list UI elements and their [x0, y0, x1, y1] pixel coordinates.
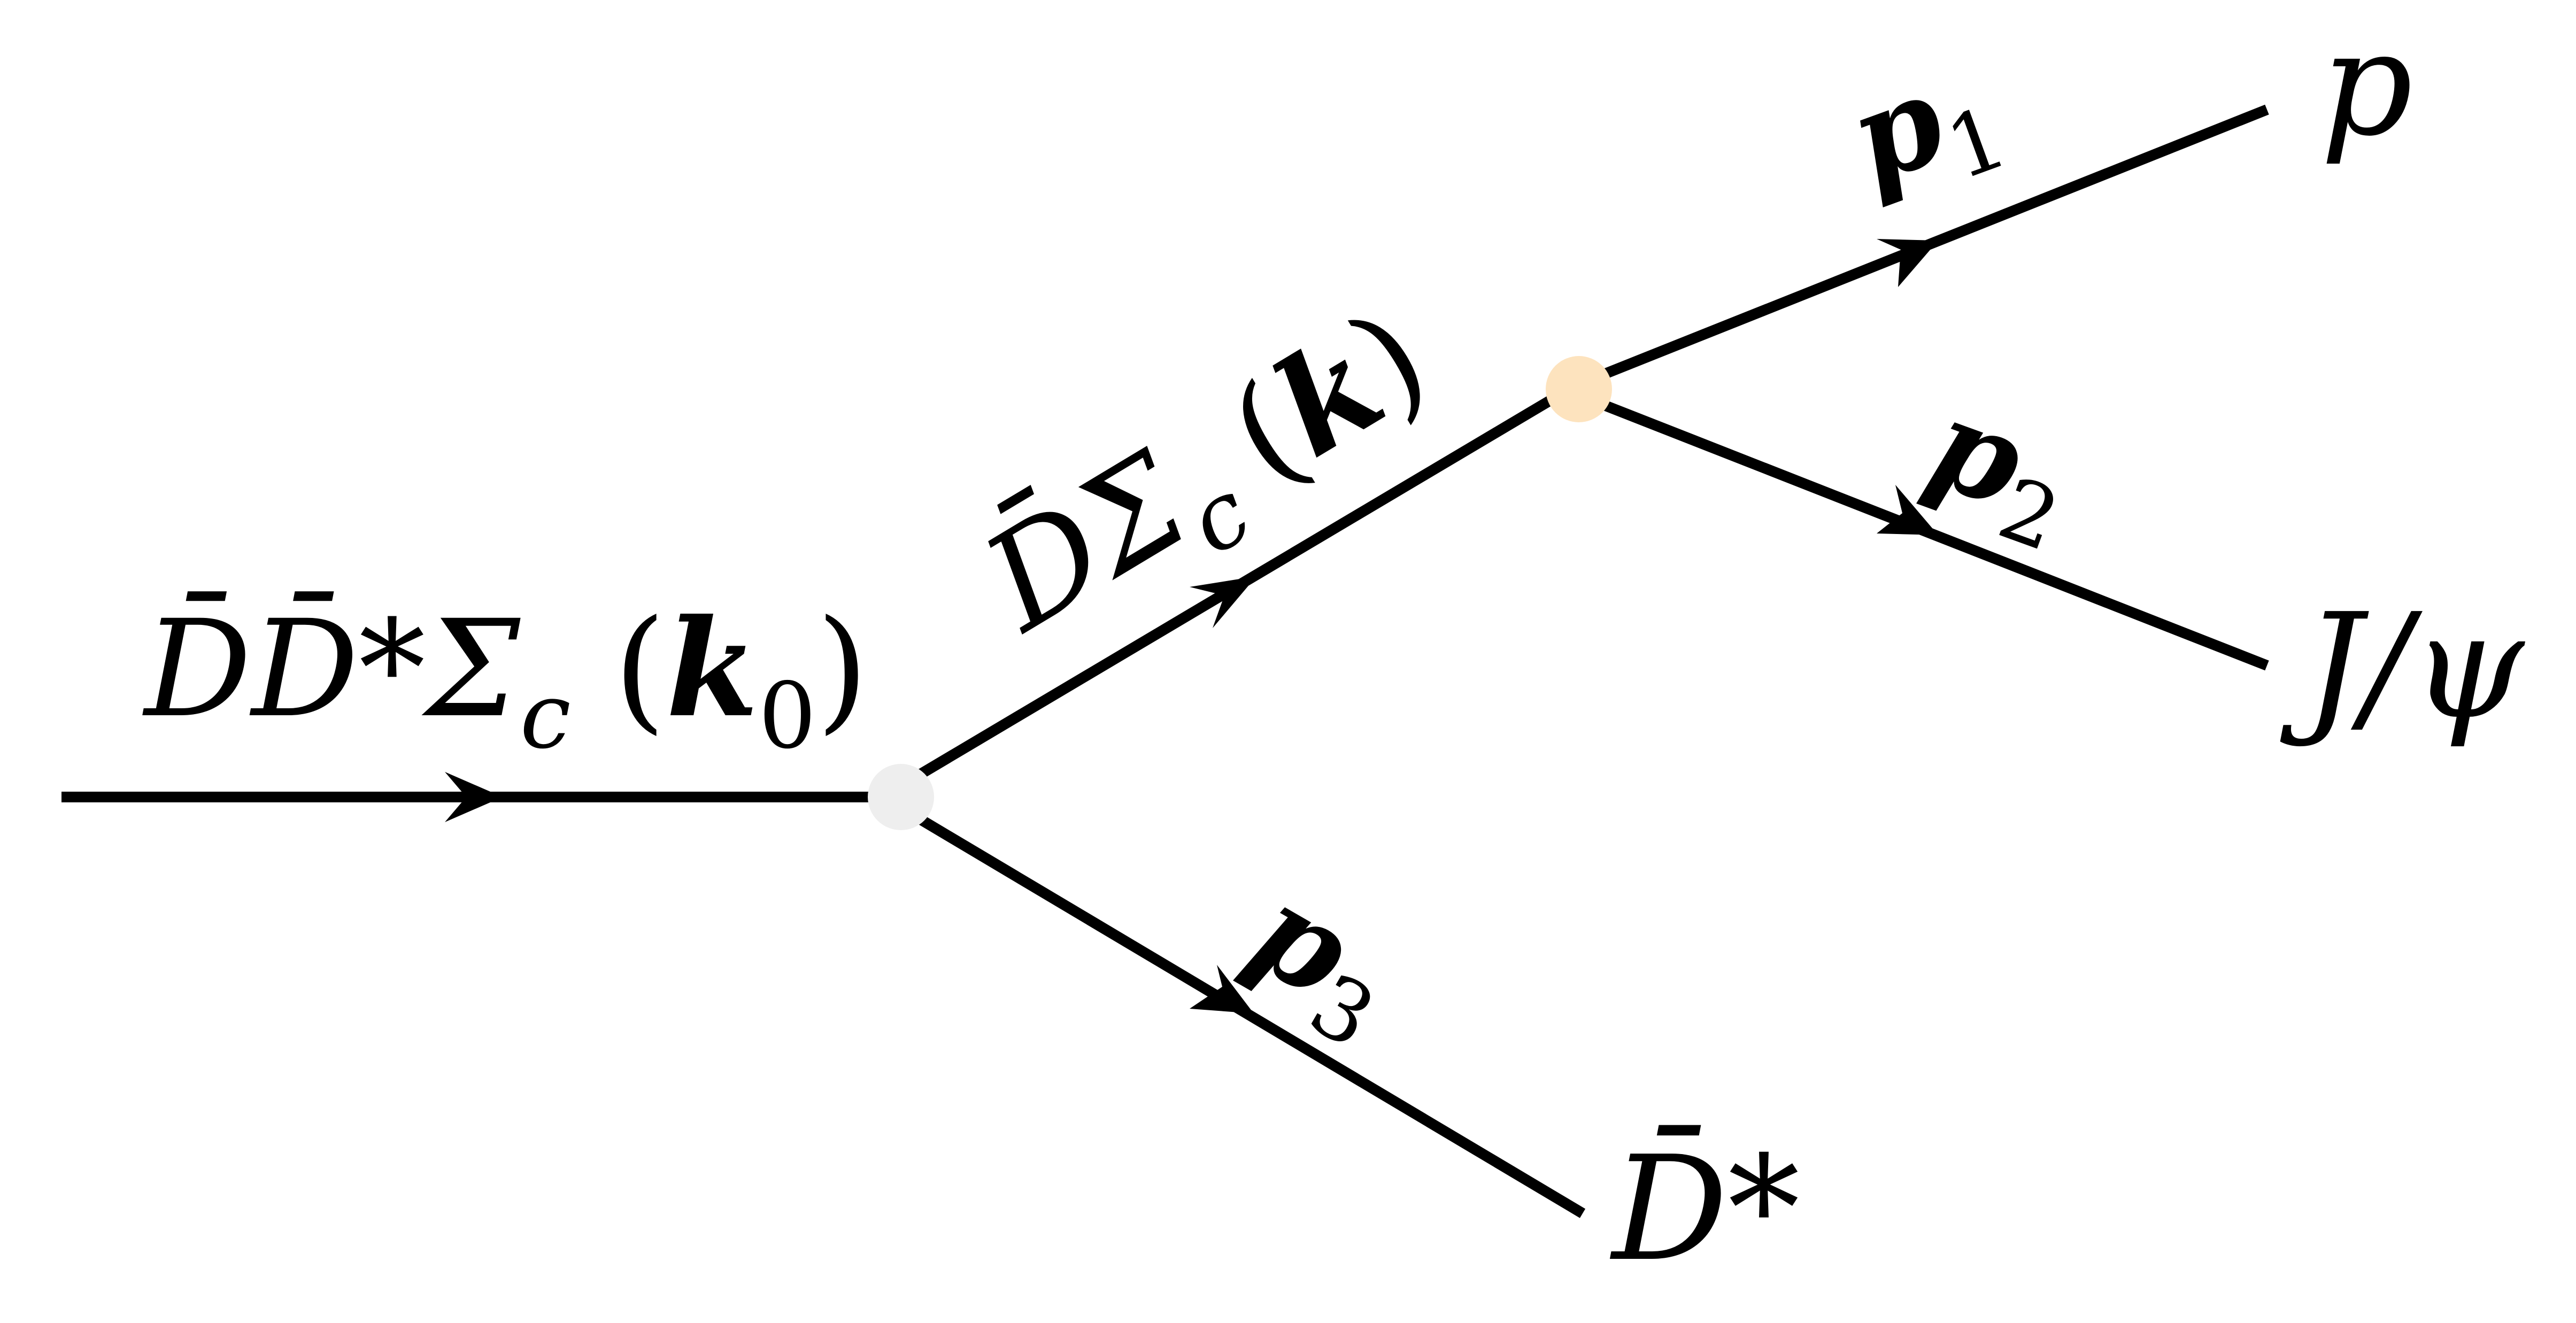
- svg-text:p2: p2: [1906, 370, 2093, 571]
- incoming-paren-open: (: [614, 591, 666, 747]
- incoming-arrow: [445, 772, 503, 822]
- p2-arrow: [1877, 485, 1938, 535]
- svg-text:D̄D̄*Σc(k0): D̄D̄*Σc (k0): [142, 590, 868, 769]
- incoming-paren-close: ): [816, 591, 869, 747]
- svg-text:p1: p1: [1832, 28, 2019, 229]
- vertex-production: [868, 764, 934, 830]
- p3-label: p3: [1220, 857, 1422, 1068]
- vertex-decay: [1546, 356, 1612, 422]
- incoming-momentum-sub: 0: [759, 663, 816, 769]
- intermediate-arrow: [1190, 576, 1256, 628]
- incoming-label: D̄D̄*Σc (k0): [142, 590, 868, 769]
- out-proton-label: p: [2320, 0, 2413, 168]
- incoming-momentum: k: [666, 590, 758, 747]
- svg-text:p3: p3: [1220, 857, 1422, 1068]
- p1-arrow: [1877, 239, 1938, 287]
- incoming-state: D̄D̄*Σ: [142, 591, 521, 747]
- p2-label: p2: [1906, 370, 2093, 571]
- out-jpsi-label: J/ψ: [2280, 582, 2526, 751]
- incoming-state-sub: c: [520, 663, 571, 769]
- out-dstar-label: D̄*: [1610, 1124, 1800, 1293]
- p1-label: p1: [1832, 28, 2019, 229]
- intermediate-label: D̄Σc(k): [958, 278, 1465, 681]
- dstar-arrow: [1190, 965, 1254, 1013]
- svg-text:D̄Σc(k): D̄Σc(k): [958, 278, 1465, 681]
